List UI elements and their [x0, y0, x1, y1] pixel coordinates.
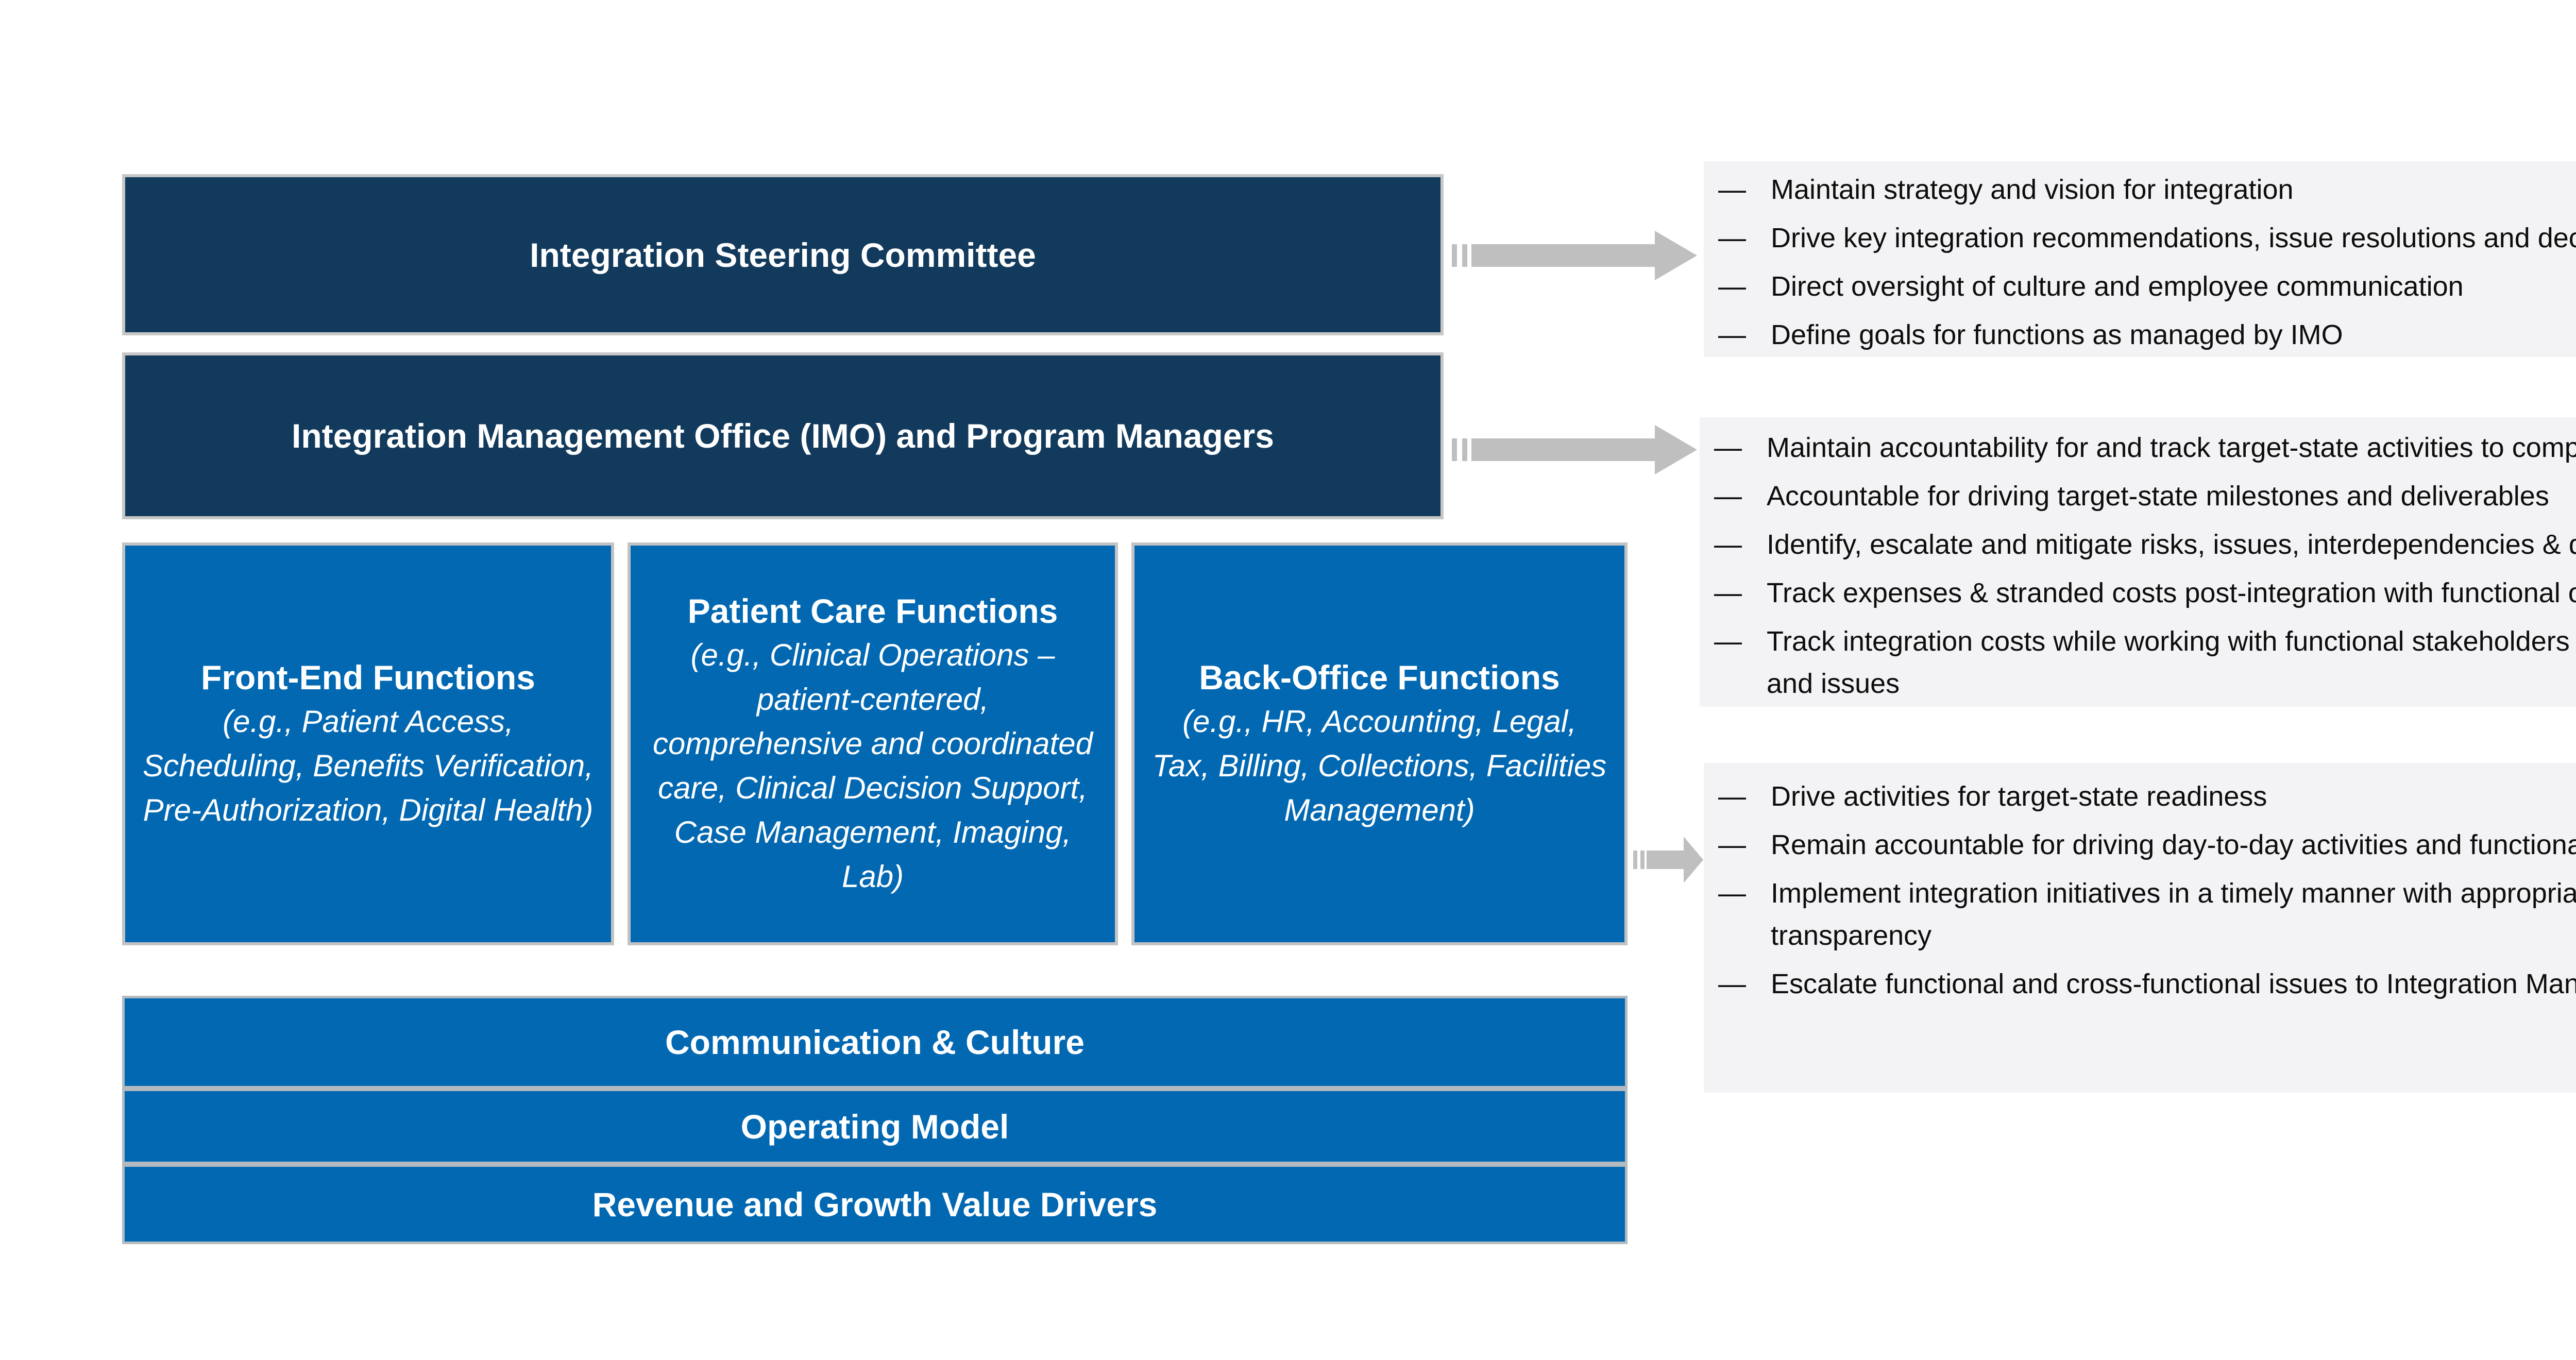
list-item: — Track integration costs while working w… [1700, 620, 2576, 705]
steering-responsibilities-list: — Maintain strategy and vision for integr… [1704, 168, 2576, 356]
list-item-text: Direct oversight of culture and employee… [1771, 271, 2464, 302]
imo-responsibilities-list: — Maintain accountability for and track t… [1700, 427, 2576, 705]
dash-bullet: — [1718, 271, 1746, 302]
dash-bullet: — [1718, 223, 1746, 253]
list-item-text: Remain accountable for driving day-to-da… [1771, 829, 2576, 860]
dash-bullet: — [1714, 577, 1742, 608]
list-item-text: Define goals for functions as managed by… [1771, 319, 2343, 350]
striped-right-arrow-icon [1452, 231, 1697, 280]
list-item: — Direct oversight of culture and employe… [1704, 265, 2576, 308]
dash-bullet: — [1718, 781, 1746, 812]
front-end-functions-box: Front-End Functions (e.g., Patient Acces… [122, 542, 614, 945]
front-end-functions-title: Front-End Functions [201, 658, 535, 696]
list-item: — Track expenses & stranded costs post-in… [1700, 572, 2576, 614]
steering-responsibilities-panel: — Maintain strategy and vision for integr… [1704, 161, 2576, 357]
communication-culture-bar: Communication & Culture [122, 996, 1628, 1089]
dash-bullet: — [1718, 829, 1746, 860]
list-item: — Identify, escalate and mitigate risks, … [1700, 523, 2576, 566]
list-item-text: Drive activities for target-state readin… [1771, 781, 2267, 812]
list-item-text: Accountable for driving target-state mil… [1767, 481, 2549, 512]
list-item-text: Implement integration initiatives in a t… [1771, 878, 2576, 951]
list-item: — Drive activities for target-state readi… [1704, 775, 2576, 818]
imo-responsibilities-panel: — Maintain accountability for and track t… [1700, 417, 2576, 707]
back-office-functions-box: Back-Office Functions (e.g., HR, Account… [1131, 542, 1628, 945]
patient-care-functions-box: Patient Care Functions (e.g., Clinical O… [628, 542, 1118, 945]
list-item: — Remain accountable for driving day-to-d… [1704, 824, 2576, 866]
front-end-functions-examples: (e.g., Patient Access, Scheduling, Benef… [143, 704, 594, 827]
list-item: — Accountable for driving target-state mi… [1700, 475, 2576, 517]
list-item-text: Identify, escalate and mitigate risks, i… [1767, 529, 2576, 560]
functional-responsibilities-panel: — Drive activities for target-state readi… [1704, 763, 2576, 1093]
steering-committee-title: Integration Steering Committee [530, 235, 1036, 274]
steering-committee-box: Integration Steering Committee [122, 174, 1444, 335]
operating-model-bar: Operating Model [122, 1089, 1628, 1164]
back-office-functions-examples: (e.g., HR, Accounting, Legal, Tax, Billi… [1152, 704, 1607, 827]
dash-bullet: — [1714, 626, 1742, 657]
dash-bullet: — [1714, 481, 1742, 512]
list-item: — Drive key integration recommendations, … [1704, 217, 2576, 259]
patient-care-functions-title: Patient Care Functions [687, 592, 1058, 630]
list-item: — Implement integration initiatives in a … [1704, 872, 2576, 957]
revenue-growth-bar: Revenue and Growth Value Drivers [122, 1164, 1628, 1244]
list-item: — Maintain accountability for and track t… [1700, 427, 2576, 469]
dash-bullet: — [1718, 878, 1746, 909]
dash-bullet: — [1718, 968, 1746, 999]
list-item: — Maintain strategy and vision for integr… [1704, 168, 2576, 211]
list-item-text: Drive key integration recommendations, i… [1771, 223, 2576, 253]
list-item-text: Maintain accountability for and track ta… [1767, 432, 2576, 463]
list-item: — Escalate functional and cross-functiona… [1704, 963, 2576, 1005]
list-item-text: Maintain strategy and vision for integra… [1771, 174, 2294, 205]
dash-bullet: — [1714, 529, 1742, 560]
list-item-text: Track expenses & stranded costs post-int… [1767, 577, 2576, 608]
list-item-text: Escalate functional and cross-functional… [1771, 968, 2576, 999]
operating-model-label: Operating Model [740, 1107, 1009, 1146]
list-item-text: Track integration costs while working wi… [1767, 626, 2576, 699]
dash-bullet: — [1718, 174, 1746, 205]
back-office-functions-title: Back-Office Functions [1199, 658, 1560, 696]
functional-responsibilities-list: — Drive activities for target-state readi… [1704, 775, 2576, 1005]
imo-box: Integration Management Office (IMO) and … [122, 352, 1444, 519]
imo-title: Integration Management Office (IMO) and … [292, 417, 1274, 455]
communication-culture-label: Communication & Culture [665, 1023, 1084, 1061]
list-item: — Define goals for functions as managed b… [1704, 314, 2576, 356]
revenue-growth-label: Revenue and Growth Value Drivers [592, 1185, 1158, 1223]
dash-bullet: — [1714, 432, 1742, 463]
dash-bullet: — [1718, 319, 1746, 350]
striped-right-arrow-icon [1633, 837, 1703, 883]
patient-care-functions-examples: (e.g., Clinical Operations – patient-cen… [653, 638, 1093, 894]
striped-right-arrow-icon [1452, 425, 1697, 474]
